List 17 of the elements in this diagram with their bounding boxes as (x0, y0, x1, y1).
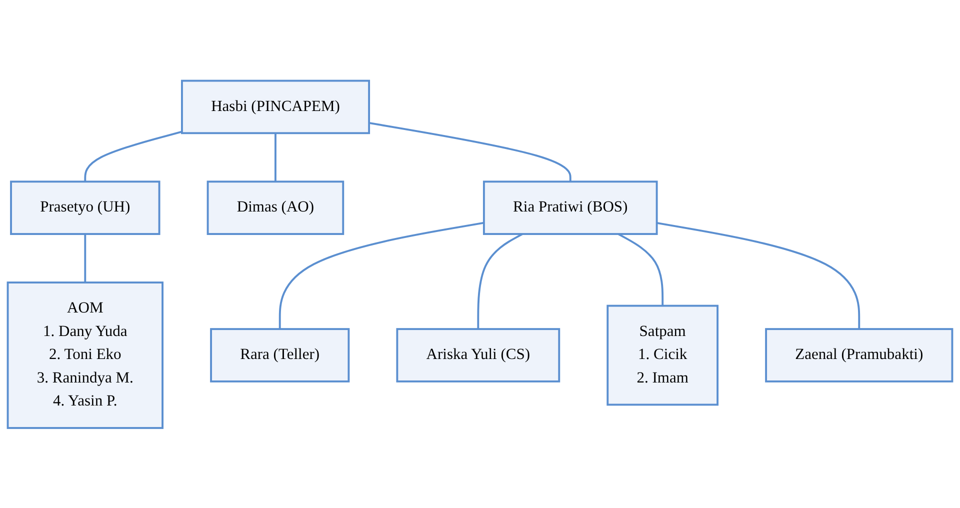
node-box: Satpam 1. Cicik 2. Imam (606, 304, 719, 406)
connector (477, 232, 523, 329)
connector (368, 122, 572, 182)
connector (278, 222, 484, 329)
connector (656, 222, 860, 329)
node-box: Ariska Yuli (CS) (396, 328, 560, 382)
connector (84, 130, 182, 182)
node-box: Prasetyo (UH) (10, 180, 160, 235)
connector (84, 234, 86, 282)
node-box: Hasbi (PINCAPEM) (181, 79, 370, 134)
node-box: AOM 1. Dany Yuda 2. Toni Eko 3. Ranindya M. 4. Yasin P. (6, 281, 164, 429)
node-box: Rara (Teller) (210, 328, 350, 382)
node-box: Ria Pratiwi (BOS) (482, 180, 658, 235)
connector (274, 132, 276, 182)
node-box: Zaenal (Pramubakti) (765, 328, 954, 382)
node-box: Dimas (AO) (206, 180, 344, 235)
connector (618, 232, 664, 306)
